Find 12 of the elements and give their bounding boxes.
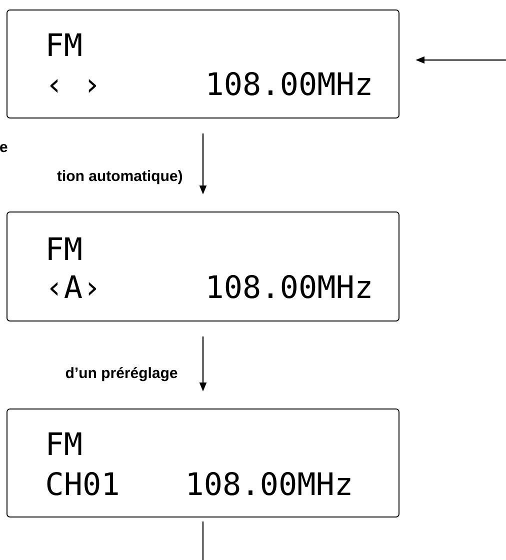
display-text: CH01 <box>47 472 118 496</box>
display-text: FM <box>48 237 82 260</box>
display-text: 108.00MHz <box>208 72 370 96</box>
step-label: e <box>0 144 8 152</box>
display-text: ‹ › <box>50 78 96 93</box>
display-text: ‹A› <box>50 275 96 298</box>
display-text: 108.00MHz <box>188 472 350 496</box>
display-text: FM <box>48 33 82 56</box>
step-label: d’un préréglage <box>66 367 178 382</box>
display-text: 108.00MHz <box>208 275 370 298</box>
display-text: FM <box>48 432 82 455</box>
step-label: tion automatique) <box>57 170 182 184</box>
